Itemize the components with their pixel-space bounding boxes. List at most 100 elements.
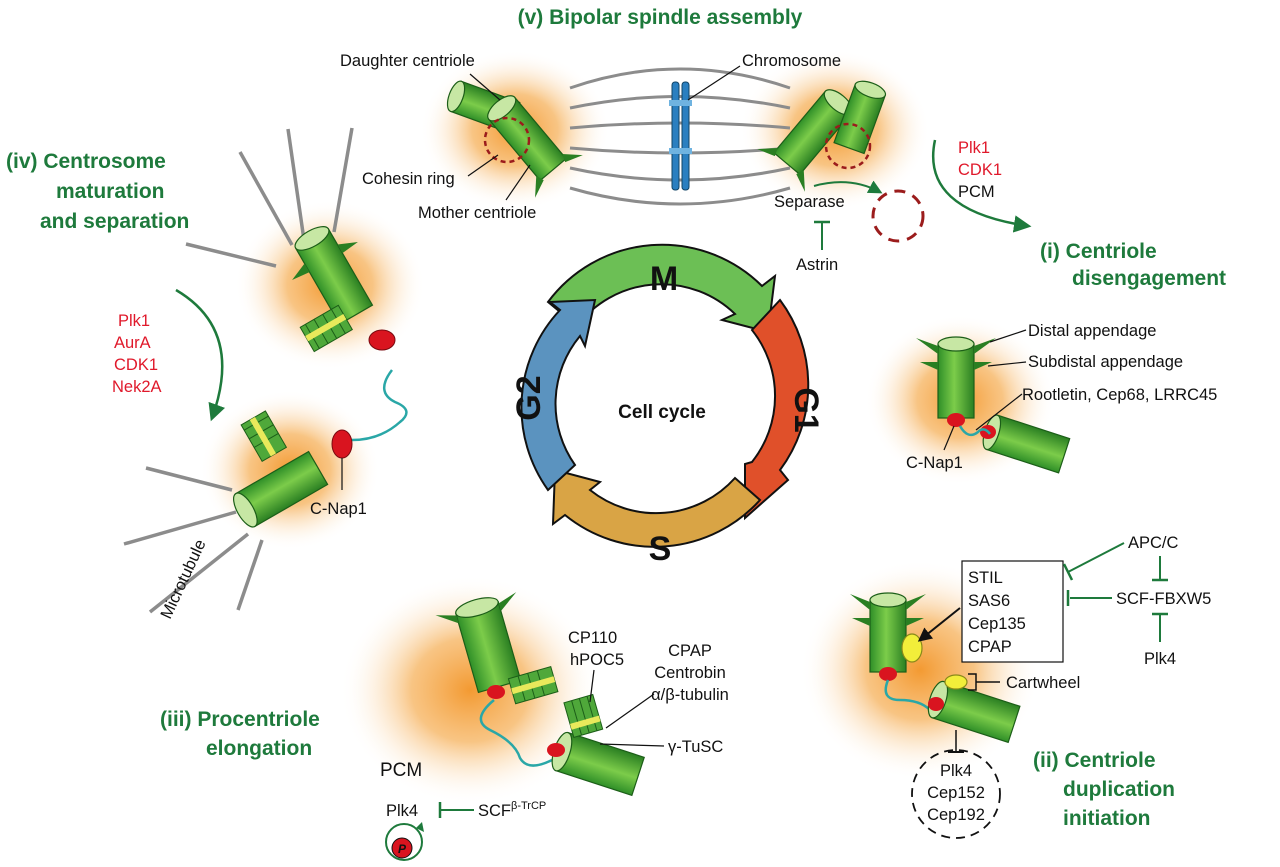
plk4-complex-circle <box>911 749 1001 839</box>
svg-text:(iii) Procentriole: (iii) Procentriole <box>160 708 320 731</box>
maturation-kinase-1: Plk1 <box>118 312 150 330</box>
duplication-daughter-centriole <box>927 674 1021 744</box>
separase-arrow <box>813 180 883 194</box>
cpap-leader <box>605 693 655 729</box>
duplication-mother-centriole <box>850 592 926 681</box>
apcc-inhibit-box-bar <box>1062 563 1074 581</box>
cartwheel-label: Cartwheel <box>1006 674 1080 692</box>
rootletin-fiber-free <box>351 369 408 442</box>
duplication-box: STIL SAS6 Cep135 CPAP <box>961 560 1064 663</box>
cp110-label: CP110 <box>568 629 617 647</box>
svg-text:(iv) Centrosome: (iv) Centrosome <box>6 150 166 173</box>
phase-s-arrow <box>551 468 762 548</box>
phospho-badge <box>391 837 413 859</box>
apcc-label: APC/C <box>1128 534 1179 552</box>
spindle-right-centrioles <box>757 80 887 192</box>
box-pointer-arrow <box>917 607 961 642</box>
plk4-top-label: Plk4 <box>1144 650 1176 668</box>
svg-text:initiation: initiation <box>1063 807 1151 830</box>
disengagement-arrow <box>932 139 1032 233</box>
tubulin-label: α/β-tubulin <box>651 686 729 704</box>
plk4-complex-3: Cep192 <box>927 806 985 824</box>
stage-iv-title: (iv) Centrosome maturation and separatio… <box>6 150 189 233</box>
mother-centriole-leader <box>505 164 531 201</box>
elongation-plk4-label: Plk4 <box>386 802 418 820</box>
cp110-leader <box>589 669 595 703</box>
cleaved-cohesin-ring <box>871 189 925 243</box>
phase-g1-label: G1 <box>787 387 825 432</box>
hpoc5-label: hPOC5 <box>570 651 624 669</box>
svg-text:duplication: duplication <box>1063 778 1175 801</box>
maturation-kinase-4: Nek2A <box>112 378 162 396</box>
cohesin-ring-leader <box>467 154 499 177</box>
subdistal-appendage-leader <box>987 361 1027 367</box>
svg-text:and separation: and separation <box>40 210 189 233</box>
elongation-mother-centriole <box>435 592 559 705</box>
centrobin-label: Centrobin <box>654 664 726 682</box>
plk4-complex-1: Plk4 <box>940 762 972 780</box>
rootletin-label: Rootletin, Cep68, LRRC45 <box>1022 386 1217 404</box>
cnap1-top <box>368 329 396 351</box>
phase-m-arrow <box>546 243 777 334</box>
phase-g2-arrow <box>520 298 597 492</box>
rootletin-linker <box>958 425 991 437</box>
distal-appendage-label: Distal appendage <box>1028 322 1156 340</box>
duplication-linker <box>884 679 931 711</box>
phase-g2-label: G2 <box>510 375 548 420</box>
cnap1-right-leader <box>943 425 955 451</box>
spindle-pcm-label: PCM <box>958 183 995 201</box>
plk4-complex-2: Cep152 <box>927 784 985 802</box>
rootletin-leader <box>975 393 1023 431</box>
maturation-arrow <box>175 288 226 422</box>
phospho-label: P <box>398 842 407 856</box>
maturation-top-centrosome <box>292 226 374 353</box>
svg-text:maturation: maturation <box>56 180 165 203</box>
stage-iii-title: (iii) Procentriole elongation <box>160 708 320 760</box>
microtubule-label: Microtubule <box>157 537 209 622</box>
cartwheel-bracket <box>968 673 1000 691</box>
cpap-label: CPAP <box>668 642 712 660</box>
scf-fbxw5-label: SCF-FBXW5 <box>1116 590 1211 608</box>
spindle-kinase-1: Plk1 <box>958 139 990 157</box>
svg-text:disengagement: disengagement <box>1072 267 1226 290</box>
svg-text:Cep135: Cep135 <box>968 615 1026 633</box>
stage-v-title: (v) Bipolar spindle assembly <box>518 6 803 29</box>
pcm-glows <box>200 50 1055 805</box>
elongation-daughter-centriole <box>547 693 645 797</box>
elongation-linker <box>479 699 553 767</box>
maturation-bottom-microtubules <box>123 466 264 614</box>
spindle-kinase-2: CDK1 <box>958 161 1002 179</box>
apcc-inhibit-box <box>1067 542 1125 573</box>
svg-text:STIL: STIL <box>968 569 1003 587</box>
scf-btrcp-label: SCFβ-TrCP <box>478 800 546 820</box>
autophosphorylation-arrowhead <box>416 822 424 832</box>
spindle-left-centrioles <box>446 80 583 198</box>
chromosome-leader <box>687 65 741 101</box>
cnap1-right-label: C-Nap1 <box>906 454 963 472</box>
cell-cycle-wheel: M G1 S G2 Cell cycle <box>510 243 825 568</box>
separase-label: Separase <box>774 193 845 211</box>
astrin-label: Astrin <box>796 256 838 274</box>
cohesin-ring-left <box>483 116 531 164</box>
phase-g1-arrow <box>744 298 810 521</box>
cnap1-bottom-label: C-Nap1 <box>310 500 367 518</box>
svg-text:elongation: elongation <box>206 737 312 760</box>
chromosome-label: Chromosome <box>742 52 841 70</box>
subdistal-appendage-label: Subdistal appendage <box>1028 353 1183 371</box>
tusc-label: γ-TuSC <box>668 738 723 756</box>
maturation-kinase-2: AurA <box>114 334 151 352</box>
daughter-centriole-leader <box>469 73 501 101</box>
cohesin-ring-right <box>824 122 872 170</box>
daughter-centriole-label: Daughter centriole <box>340 52 475 70</box>
cell-cycle-label: Cell cycle <box>618 402 706 423</box>
cnap1-bottom <box>331 429 353 459</box>
svg-text:(ii) Centriole: (ii) Centriole <box>1033 749 1156 772</box>
stage-ii-title: (ii) Centriole duplication initiation <box>1033 749 1175 830</box>
phase-s-label: S <box>649 530 672 568</box>
cohesin-ring-label: Cohesin ring <box>362 170 455 188</box>
maturation-kinase-3: CDK1 <box>114 356 158 374</box>
phase-m-label: M <box>650 260 678 298</box>
maturation-bottom-centrosome <box>233 410 329 528</box>
disengaged-mother-centriole <box>916 336 996 427</box>
